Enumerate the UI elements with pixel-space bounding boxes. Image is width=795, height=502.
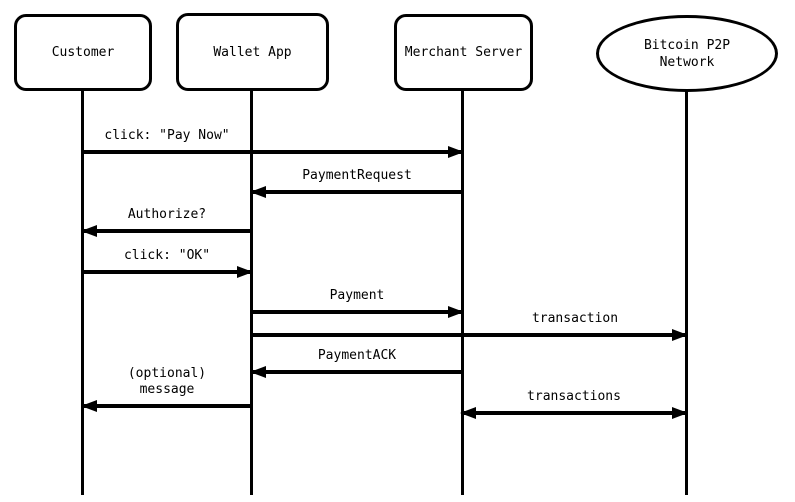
lifeline-bitcoin-p2p-network (685, 90, 688, 495)
arrowhead-left-icon (460, 407, 476, 419)
arrowhead-left-icon (250, 186, 266, 198)
participant-wallet-app: Wallet App (176, 13, 329, 91)
participant-bitcoin-p2p-network-label-line1: Bitcoin P2P (643, 37, 731, 53)
message-payment-line (251, 310, 463, 314)
message-optional-message-label-line1: (optional) (127, 366, 207, 381)
arrowhead-right-icon (237, 266, 253, 278)
message-click-pay-now-label: click: "Pay Now" (104, 128, 230, 143)
message-transactions-label: transactions (527, 389, 621, 404)
message-click-pay-now-line (82, 150, 463, 154)
message-payment-ack-label: PaymentACK (317, 348, 397, 363)
message-optional-message-label-line2: message (139, 382, 195, 397)
participant-bitcoin-p2p-network-label-line2: Network (659, 54, 715, 70)
message-payment-label: Payment (329, 288, 385, 303)
message-payment-request-label: PaymentRequest (302, 168, 412, 183)
lifeline-customer (81, 88, 84, 495)
message-authorize-line (82, 229, 252, 233)
message-transaction-line (251, 333, 687, 337)
message-optional-message-label: (optional) message (128, 366, 206, 398)
participant-customer-label: Customer (51, 45, 115, 60)
message-transactions-line (461, 411, 687, 415)
arrowhead-right-icon (448, 146, 464, 158)
participant-bitcoin-p2p-network: Bitcoin P2P Network (596, 15, 778, 92)
message-transaction-label: transaction (531, 311, 619, 326)
message-click-ok-label: click: "OK" (123, 248, 211, 263)
participant-wallet-app-label: Wallet App (213, 44, 292, 60)
arrowhead-left-icon (81, 400, 97, 412)
message-payment-request-line (251, 190, 463, 194)
message-payment-ack-line (251, 370, 463, 374)
arrowhead-right-icon (672, 407, 688, 419)
arrowhead-left-icon (81, 225, 97, 237)
participant-merchant-server: Merchant Server (394, 14, 533, 91)
arrowhead-left-icon (250, 366, 266, 378)
participant-merchant-server-label: Merchant Server (404, 45, 523, 60)
message-authorize-label: Authorize? (127, 207, 207, 222)
message-click-ok-line (82, 270, 252, 274)
arrowhead-right-icon (448, 306, 464, 318)
arrowhead-right-icon (672, 329, 688, 341)
participant-customer: Customer (14, 14, 152, 91)
lifeline-merchant-server (461, 88, 464, 495)
message-optional-message-line (82, 404, 252, 408)
lifeline-wallet-app (250, 88, 253, 495)
